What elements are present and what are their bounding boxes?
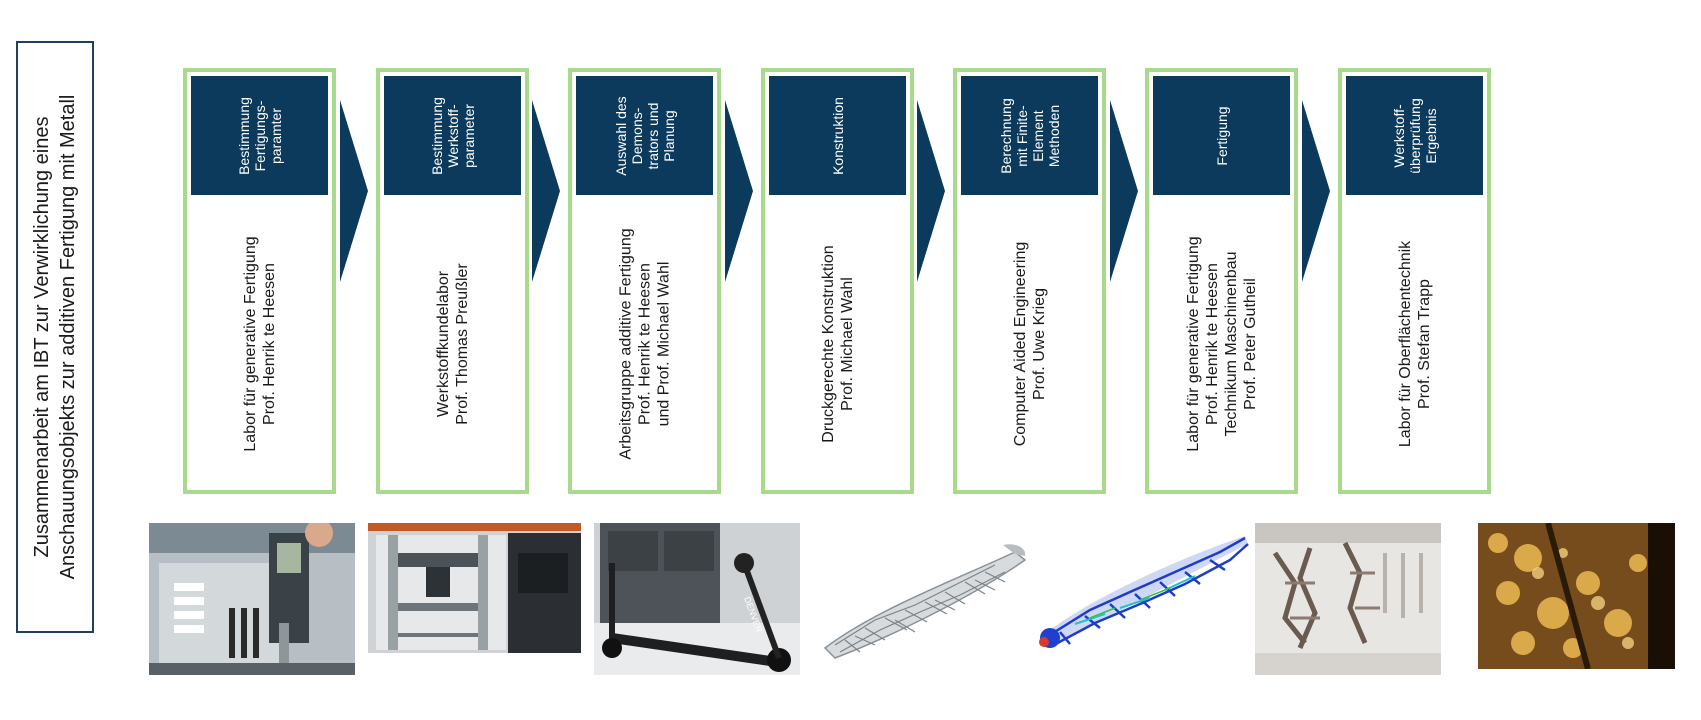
header-line: Werkstoff- [1390,103,1407,168]
step-header-2: Bestimmung Werkstoff- parameter [384,76,521,195]
body-line: Technikum Maschinenbau [1222,251,1240,436]
header-line: Planung [660,109,677,162]
step-header-3: Auswahl des Demons- trators und Planung [576,76,713,195]
body-line: Prof. Henrik te Heesen [636,262,653,425]
step-header-6: Fertigung [1153,76,1290,195]
body-line: Druckgerechte Konstruktion [819,244,837,443]
header-line: Bestimmung [428,96,445,175]
step-card-5: Berechnung mit Finite- Element Methoden … [953,68,1106,494]
step-body-3: Arbeitsgruppe additive Fertigung Prof. H… [576,201,713,486]
header-line: parameter [460,103,477,168]
fem-model [1030,528,1252,650]
step-body-5: Computer Aided Engineering Prof. Uwe Kri… [961,201,1098,486]
surface-micrograph [1478,523,1675,669]
header-line: Fertigung [1213,105,1230,166]
title-line-2: Anschauungsobjekts zur additiven Fertigu… [57,94,79,580]
flow-arrow-1 [340,100,368,282]
flow-arrow-3 [725,100,753,282]
header-line: Element [1029,109,1046,162]
caliper-photo [149,523,355,675]
header-line: überprüfung [1406,97,1423,174]
header-line: Bestimmung [235,96,252,175]
header-line: Fertigungs- [251,100,268,171]
body-line: Prof. Uwe Krieg [1030,287,1048,400]
flow-arrow-5 [1110,100,1138,282]
header-line: paramter [267,107,284,164]
body-line: Arbeitsgruppe additive Fertigung [617,227,634,460]
step-card-7: Werkstoff- überprüfung Ergebnis Labor fü… [1338,68,1491,494]
lattice-model [815,540,1030,662]
body-line: Labor für generative Fertigung [241,235,259,452]
header-line: trators und [644,102,661,169]
step-body-6: Labor für generative Fertigung Prof. Hen… [1153,201,1290,486]
body-line: Prof. Michael Wahl [838,276,856,411]
flow-arrow-4 [917,100,945,282]
step-card-3: Auswahl des Demons- trators und Planung … [568,68,721,494]
diagram-title: Zusammenarbeit am IBT zur Verwirklichung… [29,47,81,627]
body-line: Computer Aided Engineering [1011,241,1029,446]
step-header-7: Werkstoff- überprüfung Ergebnis [1346,76,1483,195]
diagram-title-box: Zusammenarbeit am IBT zur Verwirklichung… [16,41,94,633]
header-line: Werkstoff- [444,103,461,168]
body-line: Labor für Oberflächentechnik [1396,240,1414,447]
header-line: Methoden [1045,104,1062,167]
body-line: Werkstoffkundelabor [434,270,452,417]
step-card-4: Konstruktion Druckgerechte Konstruktion … [761,68,914,494]
body-line: Prof. Stefan Trapp [1415,278,1433,409]
step-card-2: Bestimmung Werkstoff- parameter Werkstof… [376,68,529,494]
title-line-1: Zusammenarbeit am IBT zur Verwirklichung… [31,116,53,558]
body-line: Prof. Peter Gutheil [1241,277,1259,410]
step-card-6: Fertigung Labor für generative Fertigung… [1145,68,1298,494]
header-line: Konstruktion [829,96,846,175]
step-card-1: Bestimmung Fertigungs- paramter Labor fü… [183,68,336,494]
body-line: und Prof. Michael Wahl [655,261,672,426]
body-line: Prof. Henrik te Heesen [260,262,278,425]
flow-arrow-6 [1302,100,1330,282]
step-body-7: Labor für Oberflächentechnik Prof. Stefa… [1346,201,1483,486]
step-body-4: Druckgerechte Konstruktion Prof. Michael… [769,201,906,486]
testing-machine-photo [368,523,581,653]
body-line: Prof. Thomas Preußler [453,262,471,425]
step-header-5: Berechnung mit Finite- Element Methoden [961,76,1098,195]
header-line: Auswahl des [612,95,629,176]
body-line: Prof. Henrik te Heesen [1203,262,1221,425]
header-line: mit Finite- [1013,104,1030,167]
header-line: Berechnung [997,97,1014,174]
printed-part-photo [1255,523,1441,675]
step-body-2: Werkstoffkundelabor Prof. Thomas Preußle… [384,201,521,486]
body-line: Labor für generative Fertigung [1184,235,1202,452]
step-body-1: Labor für generative Fertigung Prof. Hen… [191,201,328,486]
scooter-photo: DENVER [594,523,800,675]
step-header-1: Bestimmung Fertigungs- paramter [191,76,328,195]
flow-arrow-2 [532,100,560,282]
header-line: Demons- [628,107,645,164]
step-header-4: Konstruktion [769,76,906,195]
header-line: Ergebnis [1422,107,1439,164]
